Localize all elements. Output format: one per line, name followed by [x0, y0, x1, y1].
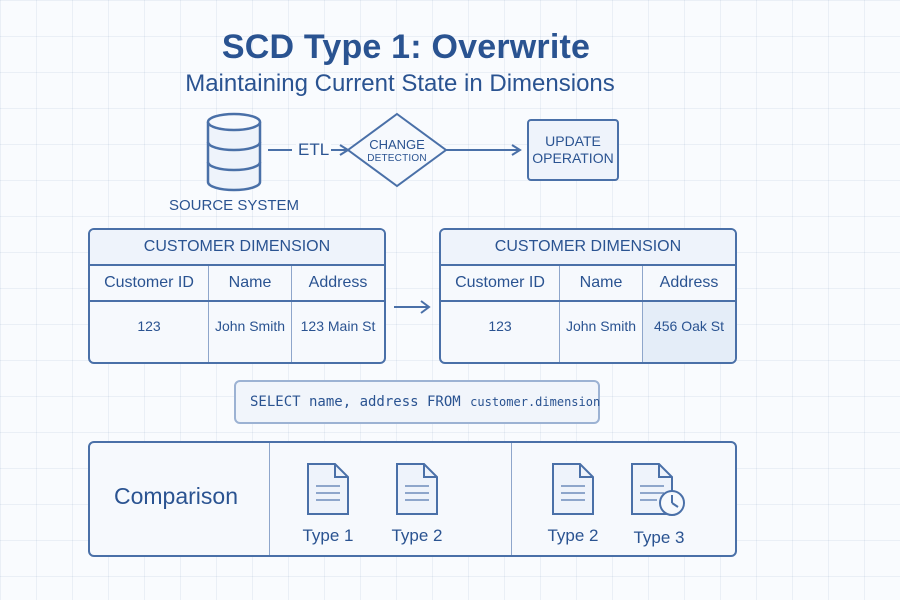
cell-customer-id: 123: [441, 302, 560, 362]
table-header-row: Customer ID Name Address: [90, 266, 384, 302]
column-header-name: Name: [560, 266, 643, 300]
update-operation-line1: UPDATE: [545, 133, 601, 149]
table-row: 123 John Smith 456 Oak St: [441, 302, 735, 362]
comparison-item-type-1: Type 1: [293, 461, 363, 546]
update-operation-line2: OPERATION: [532, 150, 614, 166]
cell-customer-id: 123: [90, 302, 209, 362]
sql-query-text: SELECT name, address FROM: [250, 394, 461, 410]
sql-query-box: SELECT name, address FROM customer.dimen…: [234, 380, 600, 424]
database-icon: [206, 112, 262, 192]
comparison-panel: Comparison Type 1 Type 2 Type: [88, 441, 737, 557]
comparison-item-label: Type 2: [391, 526, 443, 545]
document-icon: [396, 463, 438, 515]
update-operation-box: UPDATE OPERATION: [527, 119, 619, 181]
cell-name: John Smith: [209, 302, 292, 362]
change-detection-line1: CHANGE: [369, 137, 425, 152]
source-system-label: SOURCE SYSTEM: [168, 197, 300, 214]
arrow-right-icon: [394, 300, 431, 314]
etl-label: ETL: [296, 140, 332, 160]
column-header-address: Address: [659, 274, 719, 291]
cell-name: John Smith: [560, 302, 643, 362]
document-clock-icon: [631, 463, 685, 516]
change-detection-line2: DETECTION: [367, 153, 427, 164]
comparison-item-type-2: Type 2: [538, 461, 608, 546]
comparison-item-label: Type 3: [633, 528, 685, 547]
change-detection-label: CHANGE DETECTION: [348, 138, 446, 166]
table-row: 123 John Smith 123 Main St: [90, 302, 384, 362]
comparison-label: Comparison: [114, 483, 238, 509]
column-header-customer-id: Customer ID: [441, 266, 560, 300]
table-header-row: Customer ID Name Address: [441, 266, 735, 302]
comparison-divider: [511, 443, 512, 555]
comparison-item-type-2: Type 2: [382, 461, 452, 546]
column-header-name: Name: [209, 266, 292, 300]
table-title: CUSTOMER DIMENSION: [90, 230, 384, 266]
customer-dimension-before: CUSTOMER DIMENSION Customer ID Name Addr…: [88, 228, 386, 364]
page-subtitle: Maintaining Current State in Dimensions: [185, 70, 615, 97]
column-header-customer-id: Customer ID: [90, 266, 209, 300]
etl-arrowhead: [339, 144, 350, 156]
customer-dimension-after: CUSTOMER DIMENSION Customer ID Name Addr…: [439, 228, 737, 364]
update-arrowhead: [511, 144, 522, 156]
page-title: SCD Type 1: Overwrite: [221, 28, 591, 66]
column-header-address: Address: [308, 274, 368, 291]
comparison-item-label: Type 1: [302, 526, 354, 545]
comparison-item-label: Type 2: [547, 526, 599, 545]
table-title: CUSTOMER DIMENSION: [441, 230, 735, 266]
sql-table-name: customer.dimension: [470, 395, 601, 409]
cell-address: 123 Main St: [300, 318, 376, 334]
document-icon: [307, 463, 349, 515]
comparison-divider: [269, 443, 270, 555]
comparison-item-type-3: Type 3: [624, 461, 694, 548]
cell-address-updated: 456 Oak St: [643, 302, 735, 362]
document-icon: [552, 463, 594, 515]
